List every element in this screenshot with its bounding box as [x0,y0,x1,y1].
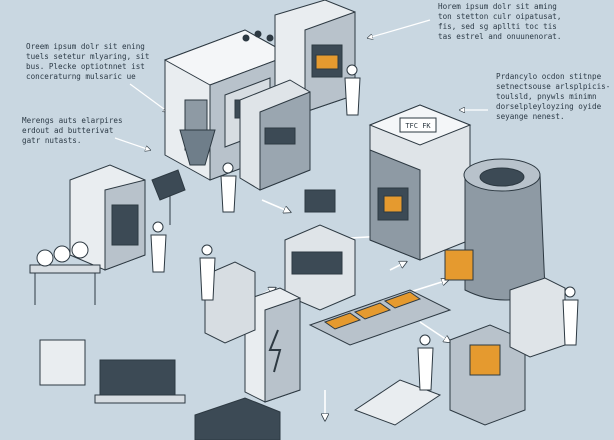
worker-figure [150,221,167,273]
tablet-stand [151,169,186,225]
gear-icon [36,241,89,267]
oven-plate-label: TFC FK [405,122,431,130]
flow-arrow [409,280,448,293]
caption-line: ton stetton culr oipatusat, [438,12,562,21]
worker-figure [562,286,579,346]
caption-line: toulsld, pnywls minimn [496,92,597,101]
caption-line: fis, sed sg apllti toc tis [438,22,557,31]
pointer-lines [114,19,488,150]
flow-arrow [419,321,450,342]
worker-figure [344,64,361,116]
lightning-bolt-icon [268,329,282,373]
worker-figure [199,244,216,301]
control-workstation [509,277,566,358]
caption-line: bus. Plecke optiotnnet ist [26,62,145,71]
caption-line: Merengs auts elarpires [22,116,123,125]
caption-line: gatr nutasts. [22,136,82,145]
worker-station [204,261,256,344]
caption-line: dorselpleyloyzing oyide [496,102,602,111]
console-machine [239,79,311,191]
caption-line: erdout ad butterivat [22,126,114,135]
roller-machine [29,164,146,305]
caption-line: conceraturng mulsaric ue [26,72,136,81]
flow-arrow [389,262,406,271]
caption-line: Horem ipsum dolr sit aming [438,2,557,11]
staircase [353,379,442,426]
caption-line: Prdancylo ocdon stitnpe [496,72,602,81]
battery-pack-bottom [194,397,281,440]
caption-line: tuels setetur mlyaring, sit [26,52,150,61]
caption-line: setnectsouse arlsplpicis- [496,82,611,91]
worker-figure [220,162,237,213]
caption-line: tas estrel and onuunenorat. [438,32,562,41]
flow-arrow [261,199,290,212]
gear-icon [242,30,274,42]
battery-stack [39,339,186,404]
pointer-line-icon [368,19,431,38]
tray-conveyor [308,289,452,346]
tfc-oven-machine [368,104,472,261]
cylinder-furnace [444,158,546,301]
caption-line: seyange nenest. [496,112,565,121]
workers [150,64,579,391]
caption-line: Oreem ipsum dolr sit ening [26,42,145,51]
bottom-oven [449,324,526,426]
pointer-line-icon [114,137,150,150]
worker-figure [417,334,434,391]
power-panel-tower [244,287,301,403]
pointer-line-icon [129,83,168,112]
